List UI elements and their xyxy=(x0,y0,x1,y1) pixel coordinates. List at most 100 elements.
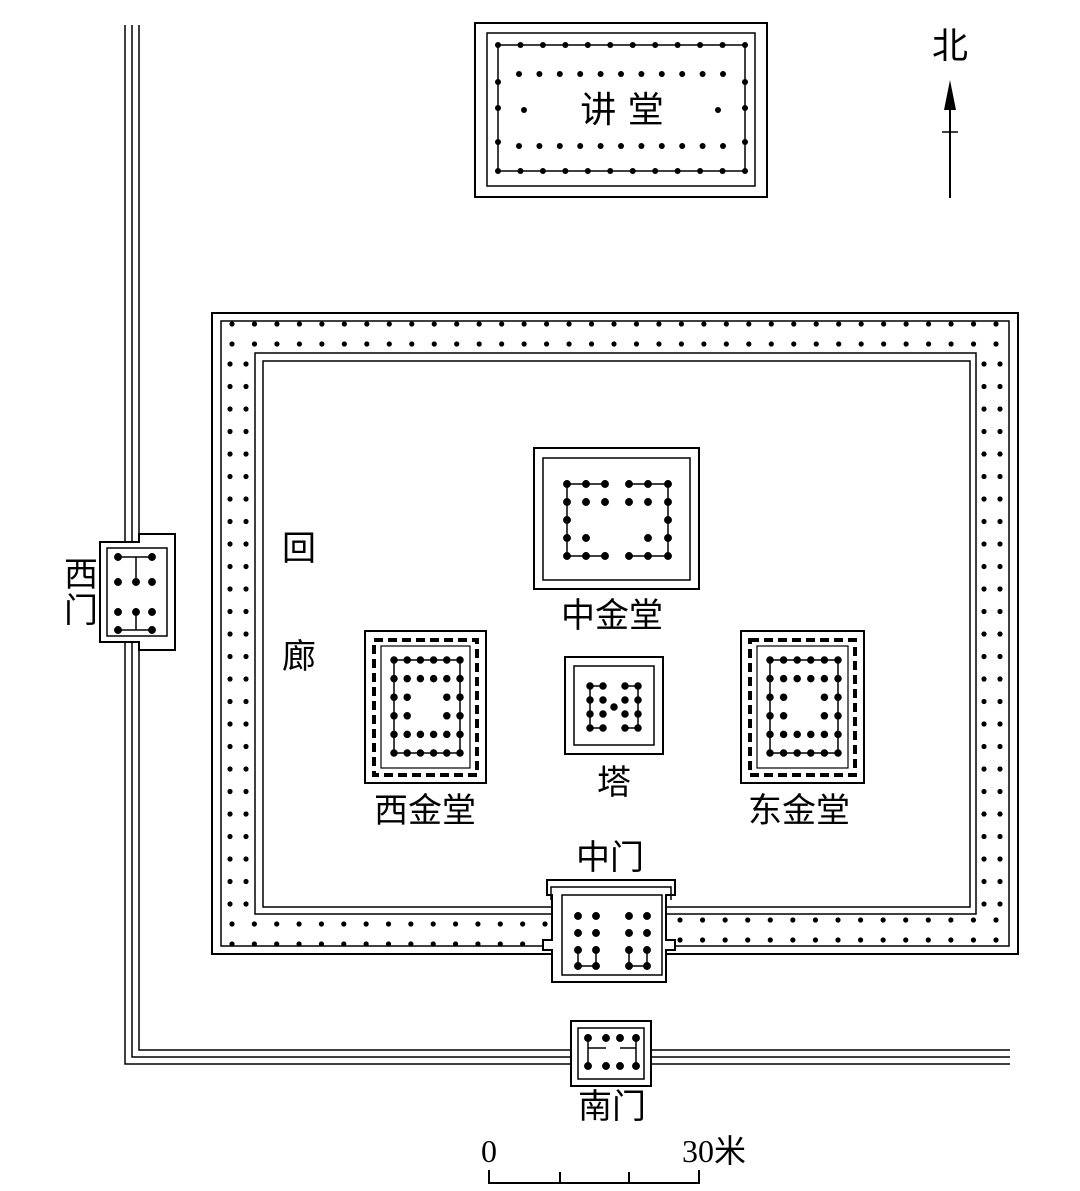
west-gate xyxy=(99,533,176,651)
column-dot xyxy=(993,937,999,943)
column-dot xyxy=(997,541,1003,547)
column-dot xyxy=(243,406,249,412)
column-dot xyxy=(227,473,233,480)
column-dot xyxy=(903,321,909,327)
column-dot xyxy=(970,321,977,327)
column-dot xyxy=(658,143,665,149)
column-dot xyxy=(674,42,681,48)
column-dot xyxy=(720,143,726,149)
column-dot xyxy=(997,631,1003,637)
column-dot xyxy=(981,833,987,840)
column-dot xyxy=(981,901,987,907)
column-dot xyxy=(997,496,1003,502)
lecture-hall xyxy=(474,22,768,198)
column-dot xyxy=(742,42,748,48)
column-dot xyxy=(745,917,751,923)
column-dot xyxy=(779,730,788,739)
column-dot xyxy=(779,674,788,683)
column-dot xyxy=(656,321,662,327)
column-dot xyxy=(584,168,591,174)
column-dot xyxy=(475,921,481,927)
column-dot xyxy=(536,71,543,77)
column-dot xyxy=(243,631,249,637)
column-dot xyxy=(577,71,584,77)
column-dot xyxy=(390,674,398,683)
column-dot xyxy=(431,341,437,347)
column-dot xyxy=(742,79,748,85)
column-dot xyxy=(813,341,819,347)
column-dot xyxy=(475,941,481,947)
column-dot xyxy=(997,406,1003,412)
column-dot xyxy=(767,917,773,923)
east-golden-hall xyxy=(740,630,865,784)
column-dot xyxy=(925,937,931,943)
column-dot xyxy=(227,496,233,502)
column-dot xyxy=(430,941,436,947)
column-dot xyxy=(820,749,829,757)
column-dot xyxy=(723,341,729,347)
column-dot xyxy=(416,749,425,757)
column-dot xyxy=(227,428,233,435)
column-dot xyxy=(386,321,392,327)
column-dot xyxy=(409,321,415,327)
column-dot xyxy=(997,451,1003,457)
column-dot xyxy=(997,833,1003,840)
column-dot xyxy=(227,743,233,750)
column-dot xyxy=(227,901,233,907)
column-dot xyxy=(274,941,280,947)
column-dot xyxy=(981,878,987,885)
pagoda xyxy=(564,656,664,755)
middle-gate-columns xyxy=(574,912,651,970)
column-dot xyxy=(618,143,624,149)
column-dot xyxy=(997,608,1003,615)
column-dot xyxy=(679,71,686,77)
column-dot xyxy=(997,428,1003,435)
column-dot xyxy=(858,321,864,327)
column-dot xyxy=(720,71,726,77)
column-dot xyxy=(274,921,280,927)
column-dot xyxy=(993,917,999,923)
column-dot xyxy=(699,937,706,943)
column-dot xyxy=(390,693,398,701)
column-dot xyxy=(517,168,524,174)
south-gate-columns xyxy=(584,1034,640,1070)
column-dot xyxy=(820,730,829,739)
column-dot xyxy=(948,321,954,327)
column-dot xyxy=(981,451,987,457)
column-dot xyxy=(243,361,249,367)
column-dot xyxy=(251,321,258,327)
column-dot xyxy=(970,937,977,943)
inner-colonnade xyxy=(769,659,839,754)
column-dot xyxy=(454,321,460,327)
column-dot xyxy=(597,71,604,77)
column-dot xyxy=(793,730,801,739)
column-dot xyxy=(588,321,595,327)
column-dot xyxy=(227,856,233,862)
column-dot xyxy=(296,941,302,947)
column-dot xyxy=(227,361,233,367)
column-dot xyxy=(699,143,706,149)
column-dot xyxy=(997,383,1003,390)
column-dot xyxy=(429,749,438,757)
column-dot xyxy=(416,656,425,664)
column-dot xyxy=(981,541,987,547)
column-dot xyxy=(835,917,841,923)
column-dot xyxy=(745,937,751,943)
column-dot xyxy=(656,341,662,347)
column-dot xyxy=(536,143,543,149)
column-dot xyxy=(318,941,325,947)
west-golden-hall xyxy=(364,630,487,784)
column-dot xyxy=(981,676,987,682)
column-dot xyxy=(296,921,302,927)
column-dot xyxy=(618,71,624,77)
column-dot xyxy=(562,42,569,48)
column-dot xyxy=(857,917,864,923)
column-dot xyxy=(403,693,411,701)
column-dot xyxy=(243,428,249,435)
column-dot xyxy=(516,71,522,77)
column-dot xyxy=(341,941,347,947)
column-dot xyxy=(243,676,249,682)
column-dot xyxy=(588,341,595,347)
column-dot xyxy=(443,674,451,683)
column-dot xyxy=(431,321,437,327)
